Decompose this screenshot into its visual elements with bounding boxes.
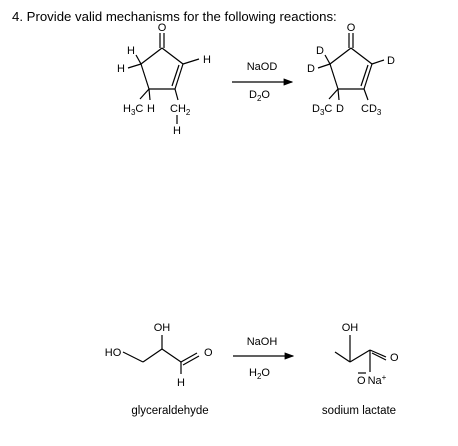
methyl-group: H3C — [123, 103, 143, 117]
product-hydroxyl-oh: OH — [342, 322, 359, 334]
product-alpha-d-left: D — [307, 63, 315, 75]
product-vinyl-d: D — [387, 55, 395, 67]
vinyl-h: H — [203, 54, 211, 66]
reaction1-reagent-naod: NaOD — [247, 61, 278, 73]
hydroxyl-ho: HO — [105, 347, 122, 359]
product-caption-sodium-lactate: sodium lactate — [322, 405, 396, 417]
product-gamma-d: D — [336, 103, 344, 115]
reaction1-arrow: NaOD D2O — [232, 61, 294, 103]
alpha-h-left: H — [117, 63, 125, 75]
carbonyl-oxygen: O — [158, 22, 167, 34]
gamma-h: H — [147, 103, 155, 115]
methylene-group: CH2 — [170, 103, 191, 117]
question-heading: 4. Provide valid mechanisms for the foll… — [12, 9, 337, 24]
alpha-h-top: H — [127, 45, 135, 57]
aldehyde-oxygen: O — [204, 347, 213, 359]
reaction2-reagent-naoh: NaOH — [247, 336, 278, 348]
reaction2-reagent-h2o: H2O — [249, 367, 270, 381]
product-cd3-right: CD3 — [361, 103, 382, 117]
aldehyde-h: H — [177, 377, 185, 389]
product-carbonyl-oxygen: O — [347, 22, 356, 34]
reactant-caption-glyceraldehyde: glyceraldehyde — [131, 405, 208, 417]
product-carbonyl-oxygen-2: O — [390, 352, 399, 364]
product-alpha-d-top: D — [316, 45, 324, 57]
hydroxyl-oh: OH — [154, 322, 171, 334]
reaction1-reagent-d2o: D2O — [249, 89, 270, 103]
product-cd3-left: D3C — [312, 103, 332, 117]
reaction1-product: O D D D D3C D CD3 — [307, 22, 395, 117]
reaction1-reactant: O H H H H3C H CH2 H — [117, 22, 211, 137]
reaction2-arrow: NaOH H2O — [233, 336, 295, 381]
methylene-h: H — [173, 125, 181, 137]
reaction2-reactant: HO OH O H — [105, 322, 213, 389]
